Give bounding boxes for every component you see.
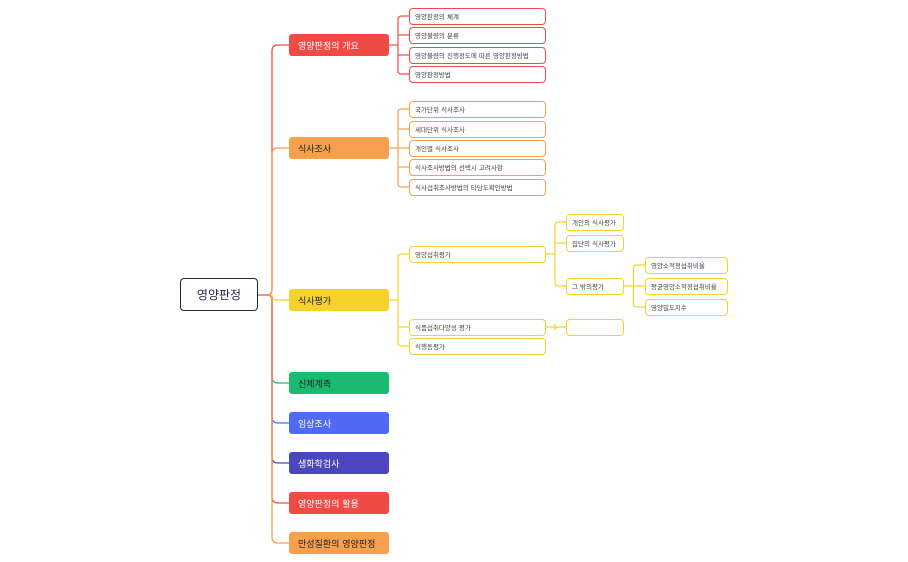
branch-connector xyxy=(267,44,289,296)
branch-application[interactable]: 영양판정의 활용 xyxy=(289,492,389,514)
children-connector xyxy=(397,108,409,113)
children-connector xyxy=(397,183,409,188)
branch-diet-survey[interactable]: 식사조사 xyxy=(289,137,389,159)
branch-clinical-survey[interactable]: 임상조사 xyxy=(289,412,389,434)
branch-connector xyxy=(267,294,289,424)
topic-mar[interactable]: 평균영양소적정섭취비율 xyxy=(645,277,728,295)
children-connector xyxy=(632,264,645,269)
children-connector xyxy=(397,70,409,75)
branch-chronic-disease[interactable]: 만성질환의 영양판정 xyxy=(289,532,389,554)
branch-connector xyxy=(267,294,289,464)
topic-eating-behavior-eval[interactable]: 식행동평가 xyxy=(409,337,546,355)
branch-anthropometry[interactable]: 신체계측 xyxy=(289,372,389,394)
children-connector xyxy=(397,342,409,347)
topic-group-diet-eval[interactable]: 집단의 식사평가 xyxy=(566,234,624,252)
topic-survey-selection[interactable]: 식사조사방법의 선택시 고려사항 xyxy=(409,158,546,176)
children-connector xyxy=(397,253,409,258)
topic-individual-diet-eval[interactable]: 개인의 식사평가 xyxy=(566,213,624,231)
topic-food-diversity-eval[interactable]: 식품섭취다양성 평가 xyxy=(409,318,546,336)
branch-biochemical-test[interactable]: 생화학검사 xyxy=(289,452,389,474)
children-connector xyxy=(554,326,566,331)
branch-diet-evaluation[interactable]: 식사평가 xyxy=(289,289,389,311)
branch-connector xyxy=(267,294,289,544)
topic-overview-classification[interactable]: 영양불량의 분류 xyxy=(409,26,546,44)
branch-connector xyxy=(267,294,289,384)
topic-nutrient-density[interactable]: 영양밀도지수 xyxy=(645,298,728,316)
topic-national-survey[interactable]: 국가단위 식사조사 xyxy=(409,100,546,118)
topic-other-eval[interactable]: 그 밖의평가 xyxy=(566,277,624,295)
branch-connector xyxy=(267,294,289,504)
topic-nutrient-intake-eval[interactable]: 영양섭취평가 xyxy=(409,245,546,263)
children-connector xyxy=(397,15,409,20)
topic-overview-progress-methods[interactable]: 영양불량의 진행정도에 따른 영양판정방법 xyxy=(409,46,546,64)
topic-empty[interactable] xyxy=(566,318,624,336)
topic-individual-survey[interactable]: 개인별 식사조사 xyxy=(409,139,546,157)
topic-overview-system[interactable]: 영양판정의 체계 xyxy=(409,7,546,25)
branch-overview[interactable]: 영양판정의 개요 xyxy=(289,34,389,56)
topic-household-survey[interactable]: 세대단위 식사조사 xyxy=(409,120,546,138)
children-connector xyxy=(554,282,566,287)
topic-overview-methods[interactable]: 영양판정방법 xyxy=(409,65,546,83)
children-connector xyxy=(554,221,566,226)
topic-nar[interactable]: 영양소적정섭취비율 xyxy=(645,256,728,274)
children-connector xyxy=(632,303,645,308)
topic-survey-validity[interactable]: 식사섭취조사방법의 타당도확인방법 xyxy=(409,178,546,196)
root-topic[interactable]: 영양판정 xyxy=(180,278,258,311)
branch-connector xyxy=(267,147,289,296)
